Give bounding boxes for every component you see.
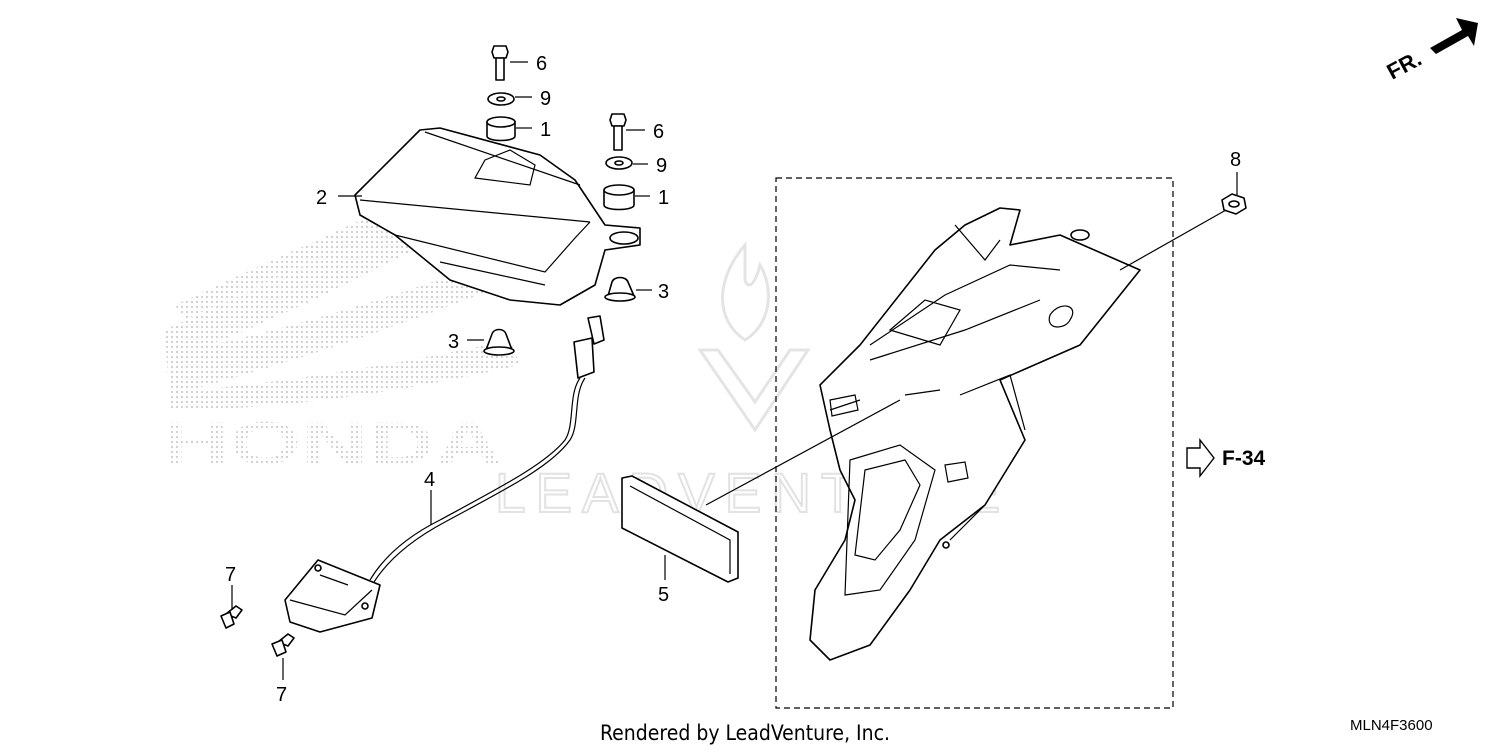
- callout-4: 4: [424, 469, 435, 491]
- front-direction-label: FR.: [1383, 46, 1426, 85]
- honda-watermark-text: HONDA: [162, 410, 502, 477]
- bolt-icon: [609, 113, 627, 151]
- rendered-by-credit: Rendered by LeadVenture, Inc.: [600, 721, 890, 745]
- callout-2: 2: [316, 187, 327, 209]
- callout-8: 8: [1230, 149, 1241, 171]
- bolt-icon: [491, 45, 509, 81]
- callout-7: 7: [276, 684, 287, 706]
- callout-6: 6: [536, 53, 547, 75]
- callout-3: 3: [658, 281, 669, 303]
- callout-9: 9: [540, 88, 551, 110]
- rear-fender-icon: [809, 207, 1141, 661]
- callout-3: 3: [448, 331, 459, 353]
- callout-1: 1: [658, 187, 669, 209]
- page-reference-label: F-34: [1222, 447, 1266, 470]
- grommet-icon: [603, 184, 635, 211]
- page-reference: F-34: [1186, 437, 1266, 479]
- nut-icon: [1221, 193, 1247, 215]
- screw-icon: [271, 633, 295, 657]
- callout-7: 7: [225, 564, 236, 586]
- callout-5: 5: [658, 584, 669, 606]
- callout-6: 6: [653, 121, 664, 143]
- reflector-icon: [621, 475, 739, 583]
- license-light-icon: [284, 315, 605, 633]
- collar-icon: [604, 276, 636, 302]
- fender-assembly-frame: [775, 177, 1174, 709]
- leader-lines: [231, 61, 1238, 680]
- callout-9: 9: [656, 155, 667, 177]
- front-direction-arrow: FR.: [1383, 18, 1478, 84]
- diagram-code: MLN4F3600: [1350, 717, 1433, 734]
- callout-1: 1: [540, 119, 551, 141]
- tail-light-icon: [354, 127, 641, 306]
- grommet-icon: [486, 116, 516, 142]
- collar-icon: [483, 328, 515, 356]
- screw-icon: [220, 605, 243, 629]
